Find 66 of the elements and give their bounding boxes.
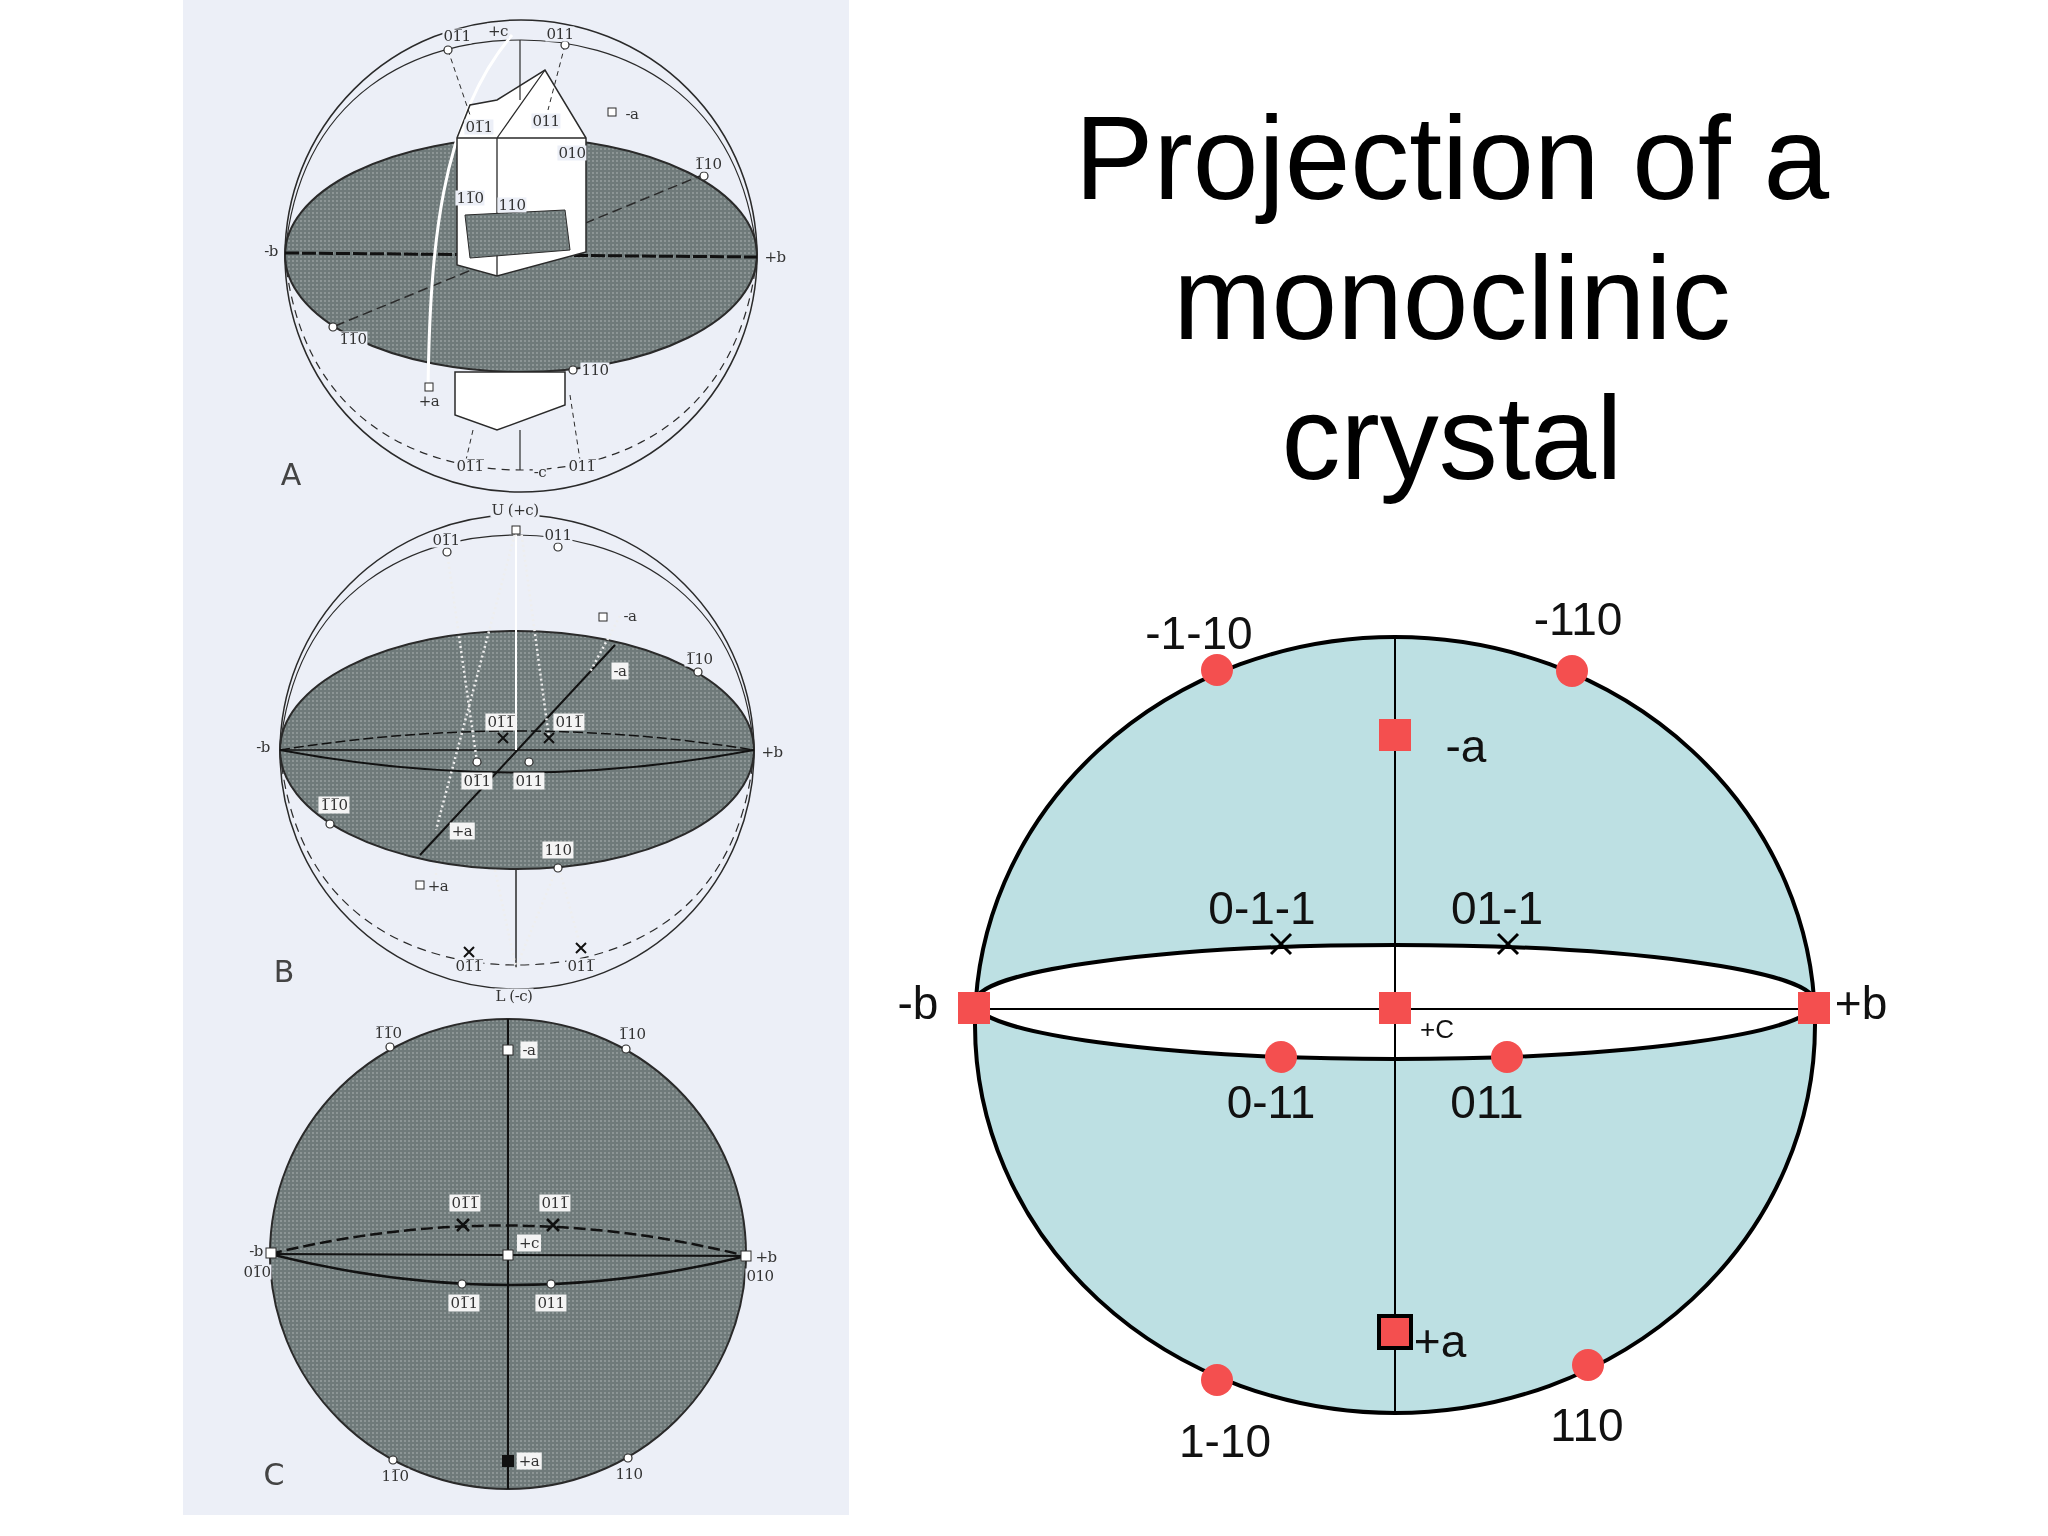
pole-label: +b [763,249,787,265]
pole-label: 1̅1̅0 [318,796,350,814]
pole-label: 1̅10 [693,156,723,172]
pole-label: +a [417,393,441,409]
panel-letter: C [263,1460,285,1490]
pole-label: +a [449,822,475,840]
pole-label: 011̅ [567,458,597,474]
pole-label: +a [516,1452,542,1470]
pole-label: 01̅1̅ [454,958,484,974]
pole-label: -a [1445,723,1487,769]
pole-label: +b [760,744,784,760]
pole-label: +a [1413,1318,1467,1364]
pole-label: -b [255,739,271,755]
pole-label: 1̅1̅0 [373,1025,403,1041]
pole-label: -b [248,1243,264,1259]
pole-label: 110 [1550,1402,1624,1448]
pole-label: U (+c) [490,502,540,518]
pole-label: 110 [614,1466,644,1482]
pole-label: -b [897,980,939,1026]
pole-label: 01̅1̅ [449,1194,481,1212]
pole-label: 01̅1 [464,119,494,135]
pole-label: 110 [580,362,610,378]
pole-label: -b [263,243,279,259]
pole-label: L (-c) [494,988,534,1004]
pole-label: 01̅1 [461,772,493,790]
pole-label: 01-1 [1450,885,1544,931]
pole-label: -110 [1533,596,1623,642]
pole-label: 1̅10 [684,651,714,667]
pole-label: 011 [531,113,561,129]
pole-label: 110 [542,841,574,859]
pole-label: 011 [1450,1079,1524,1125]
pole-label: 011 [513,772,545,790]
pole-label: 010 [557,145,587,161]
pole-label: +c [517,1234,541,1252]
pole-label: 011̅ [553,713,585,731]
pole-label: 01̅1 [431,532,461,548]
panel-letter: B [273,957,295,987]
pole-label: -a [611,662,629,680]
pole-label: +b [754,1249,778,1265]
pole-label: 11̅0 [380,1468,410,1484]
pole-label: +c [487,23,509,39]
pole-label: 1̅1̅0 [338,331,368,347]
pole-label: 011̅ [566,958,596,974]
pole-label: +a [426,878,450,894]
pole-label: 0-11 [1226,1079,1316,1125]
pole-label: 01̅1 [448,1294,480,1312]
panel-letter: A [280,460,302,490]
pole-label: 011 [535,1294,567,1312]
pole-label: 010 [745,1268,775,1284]
pole-label: +b [1834,980,1888,1026]
pole-label: 011̅ [539,1194,571,1212]
pole-label: 01̅1 [442,28,472,44]
pole-label: 01̅1̅ [455,458,485,474]
pole-label: 01̅1̅ [485,713,517,731]
pole-label: 1-10 [1178,1418,1272,1464]
pole-label: 0-1-1 [1208,885,1316,931]
title: Projection of a monoclinic crystal [1073,91,1831,506]
pole-label: 110 [497,197,527,213]
pole-label: 1̅10 [617,1026,647,1042]
pole-label: -a [520,1041,538,1059]
pole-label: +C [1420,1016,1454,1042]
pole-label: 01̅0 [242,1264,272,1280]
pole-label: -1-10 [1145,610,1253,656]
pole-label: 011 [545,26,575,42]
pole-label: 11̅0 [455,190,485,206]
pole-label: 011 [543,527,573,543]
